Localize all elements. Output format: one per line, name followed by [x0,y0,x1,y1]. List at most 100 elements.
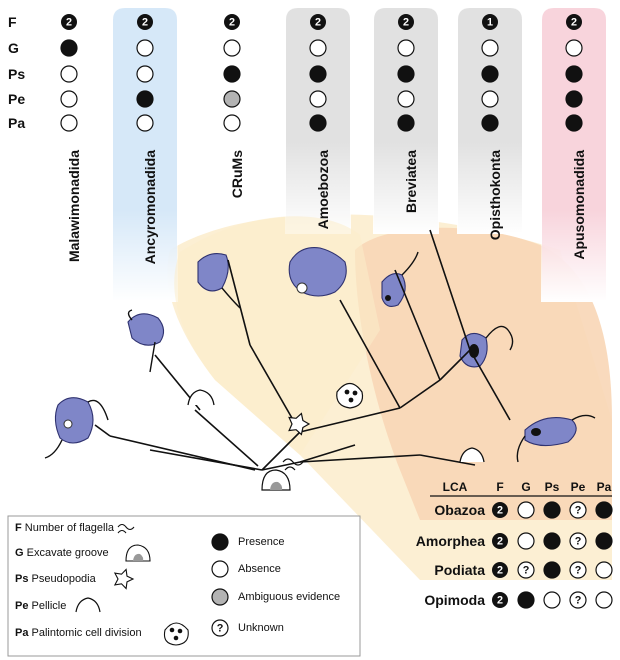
lca-trait-state [517,532,535,550]
cell-body [54,397,94,444]
palintomy-dot [177,628,183,634]
count-circle [310,14,326,30]
taxon-label: Breviatea [403,150,419,213]
legend-state-symbol [211,588,229,606]
trait-state [223,114,241,132]
lca-trait-state [595,561,613,579]
unknown-mark: ? [575,505,582,517]
groove-icon [261,469,291,491]
legend-desc: Number of flagella [25,522,115,534]
trait-state [481,114,499,132]
trait-state [60,114,78,132]
count-value: 2 [497,565,503,577]
legend-trait: Pa Palintomic cell division [15,627,142,639]
lca-trait-state: ? [569,532,587,550]
count-value: 2 [315,17,321,29]
count-circle [492,592,508,608]
legend-abbr: Pe [15,600,32,612]
branch-amoebozoa [339,299,401,409]
lca-clade: Amorphea [416,533,485,549]
state-circle [223,39,241,57]
lca-trait-state [543,501,561,519]
taxon-label: Opisthokonta [487,150,503,240]
lca-trait-state [543,532,561,550]
legend-trait: Ps Pseudopodia [15,573,97,585]
legend-state-label: Unknown [238,622,284,634]
flagella-icon [117,523,135,534]
state-circle [569,501,587,519]
unknown-mark: ? [575,536,582,548]
branch-malawi-tip [94,424,111,437]
count-value: 2 [66,17,72,29]
state-circle [481,65,499,83]
lca-trait-state [595,501,613,519]
state-circle [517,561,535,579]
legend-abbr: Ps [15,573,32,585]
lca-header: Pa [597,480,612,494]
state-circle [309,65,327,83]
trait-row-label: Pa [8,115,25,131]
branch-connector [261,431,301,471]
state-circle [309,90,327,108]
unknown-mark: ? [217,623,224,635]
branch-podiata-stem [299,444,356,463]
branch-ancyro-stem [194,409,259,467]
trait-state [481,65,499,83]
branch-connector [299,454,421,463]
trait-state [223,90,241,108]
nucleus [469,344,479,358]
state-circle [565,90,583,108]
state-circle [481,39,499,57]
trait-state [565,90,583,108]
trait-state [565,39,583,57]
legend-trait: F Number of flagella [15,522,115,534]
organism-illustrations [44,247,596,463]
state-circle [223,90,241,108]
state-circle [595,591,613,609]
branch-crums-node [299,407,401,433]
lca-header: Pe [571,480,586,494]
state-circle [136,114,154,132]
legend-desc: Pseudopodia [32,573,97,585]
trait-state [481,39,499,57]
flagellum [485,325,514,351]
state-circle [517,591,535,609]
flagella-count: 2 [398,14,414,30]
state-circle [543,501,561,519]
legend-abbr: Pa [15,627,32,639]
lca-header: LCA [443,480,468,494]
count-circle [61,14,77,30]
cell-body [197,253,229,292]
trait-state [223,65,241,83]
count-value: 2 [229,17,235,29]
count-circle [492,502,508,518]
lca-header: F [496,480,503,494]
lca-flagella-count: 2 [492,502,508,518]
pseudopodia-icon [288,412,311,436]
pseudopodia-icon [113,568,135,590]
band-fade [373,142,439,234]
state-circle [565,65,583,83]
trait-state [309,39,327,57]
crums-cell [197,253,241,309]
state-circle [136,39,154,57]
lca-trait-state [595,591,613,609]
state-circle [517,501,535,519]
branch-obazoa [439,349,471,381]
flagella-count: 2 [224,14,240,30]
state-circle [211,533,229,551]
lca-trait-state [517,591,535,609]
trait-state [136,90,154,108]
state-circle [543,532,561,550]
lca-trait-state: ? [569,501,587,519]
flagellum [221,287,241,309]
trait-row-label: Ps [8,66,25,82]
lca-trait-state [543,591,561,609]
trait-state [565,65,583,83]
state-circle [397,65,415,83]
state-circle [595,532,613,550]
trait-row-label: F [8,14,17,30]
trait-state [397,65,415,83]
legend-desc: Pellicle [32,600,67,612]
